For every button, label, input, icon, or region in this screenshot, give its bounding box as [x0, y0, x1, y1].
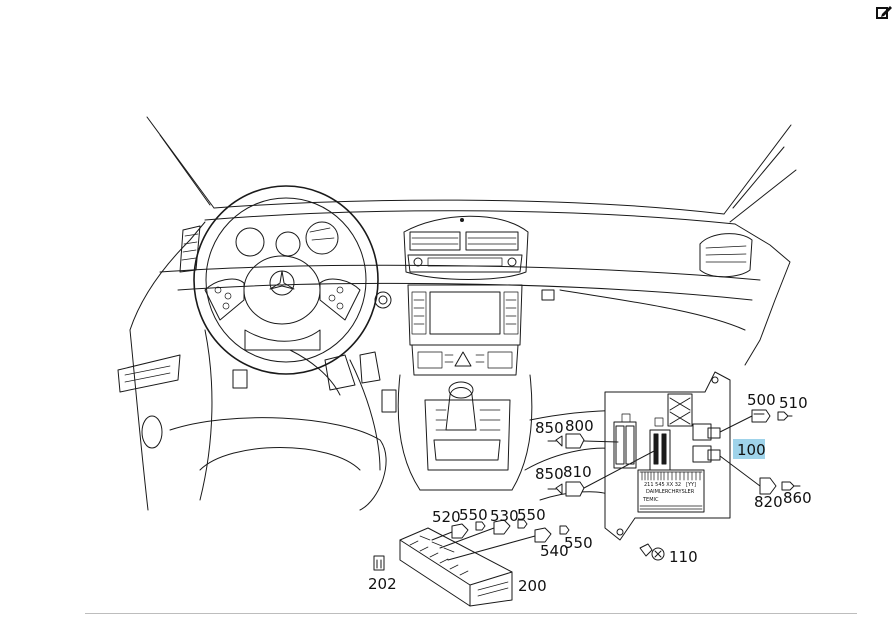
module-brand: DAIMLERCHRYSLER	[646, 489, 695, 495]
fuse-202	[373, 555, 385, 571]
callout-850-b[interactable]: 850	[535, 465, 564, 483]
callout-820[interactable]: 820	[754, 493, 783, 511]
plugs-520-550	[431, 519, 570, 561]
callout-510[interactable]: 510	[779, 394, 808, 412]
module-part-number: 211 545 XX 32	[644, 482, 681, 488]
callout-520[interactable]: 520	[432, 508, 461, 526]
callout-530[interactable]: 530	[490, 507, 519, 525]
footer-divider	[85, 613, 857, 614]
module-barcode	[641, 471, 701, 481]
callout-550-b[interactable]: 550	[517, 506, 546, 524]
callout-860[interactable]: 860	[783, 489, 812, 507]
plug-810-850	[547, 449, 657, 497]
vehicle-interior-drawing	[117, 116, 797, 511]
callout-500[interactable]: 500	[747, 391, 776, 409]
callout-800[interactable]: 800	[565, 417, 594, 435]
callout-850-a[interactable]: 850	[535, 419, 564, 437]
callout-100[interactable]: 100	[737, 441, 766, 459]
module-variant: [YY]	[686, 482, 696, 488]
control-module: 211 545 XX 32 [YY] DAIMLERCHRYSLER TEMIC	[604, 371, 731, 541]
module-maker: TEMIC	[642, 497, 659, 503]
callout-550-c[interactable]: 550	[564, 534, 593, 552]
plug-500-510	[719, 409, 793, 433]
callout-200[interactable]: 200	[518, 577, 547, 595]
callout-810[interactable]: 810	[563, 463, 592, 481]
callout-highlight	[733, 439, 765, 459]
screw-110	[639, 543, 665, 561]
plug-820-860	[719, 455, 801, 495]
edit-icon[interactable]	[874, 2, 894, 22]
callout-202[interactable]: 202	[368, 575, 397, 593]
callout-550-a[interactable]: 550	[459, 506, 488, 524]
callout-540[interactable]: 540	[540, 542, 569, 560]
callout-110[interactable]: 110	[669, 548, 698, 566]
plug-800-850	[547, 433, 619, 449]
fuse-box-200	[399, 527, 513, 607]
